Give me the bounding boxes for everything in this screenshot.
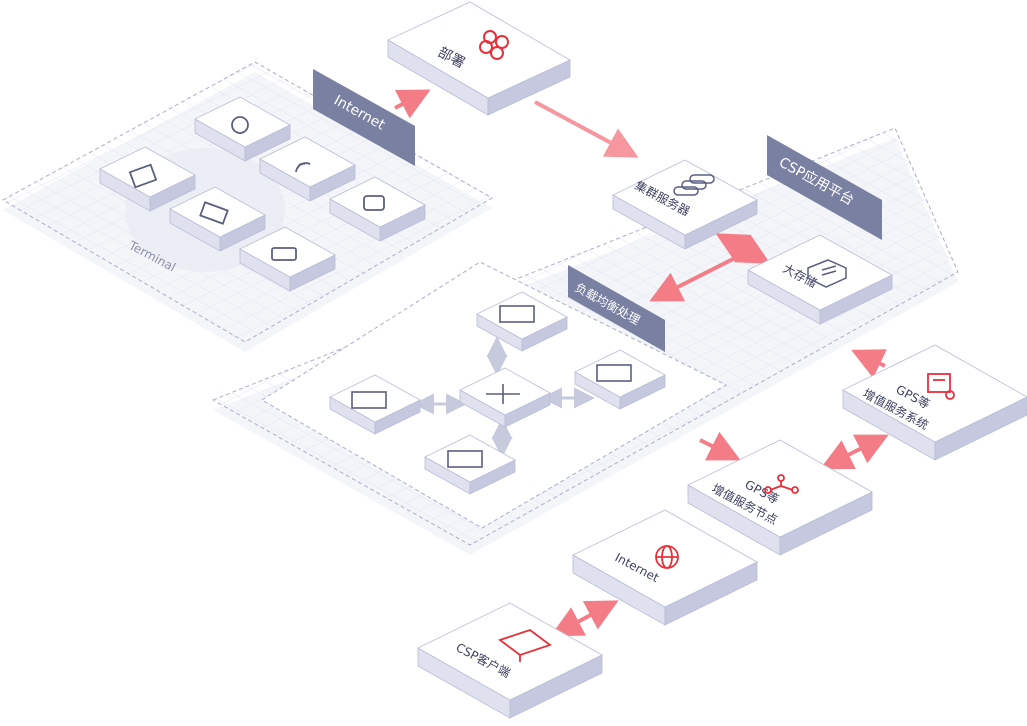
target-icon (231, 116, 249, 134)
deploy-icon (479, 30, 509, 60)
load-balance-tile (476, 291, 568, 352)
router-arrows-icon (486, 384, 520, 404)
document-icon (807, 259, 847, 288)
gps-system-tile (842, 344, 1027, 461)
wifi-icon (295, 162, 311, 173)
server-stack-icon (673, 174, 715, 196)
csp-client-tile (417, 602, 603, 719)
arrow-platform-gps-node (699, 431, 741, 461)
terminal-tile (239, 226, 336, 292)
arrow-cluster-storage (715, 233, 771, 264)
certificate-icon (927, 373, 955, 400)
load-balance-tile (574, 349, 666, 410)
monitor-terminal-icon (199, 201, 229, 225)
arrow-storage-loadbalance (649, 256, 736, 302)
arrow-client-internet (550, 600, 619, 637)
terminal-tile (329, 176, 426, 242)
arrow-deploy-platform (534, 100, 639, 158)
internet-tile (572, 509, 758, 626)
tablet-icon (128, 163, 158, 189)
terminal-tile (169, 186, 266, 252)
terminal-tile (194, 96, 291, 162)
terminal-icons (128, 116, 385, 261)
gps-node-tile (687, 439, 873, 556)
load-balance-tile (459, 367, 551, 428)
load-balance-tile (424, 434, 516, 495)
server-rack-icons (351, 305, 632, 468)
monitor-icon (498, 628, 552, 662)
deploy-tile (387, 1, 571, 116)
truck-icon (271, 247, 297, 261)
arrow-gps-system-platform (851, 349, 887, 379)
bus-icon (363, 195, 385, 211)
storage-tile (747, 234, 893, 325)
globe-icon (655, 545, 679, 569)
terminal-tile (99, 146, 196, 212)
cluster-server-tile (612, 159, 758, 250)
load-balance-tile (329, 374, 421, 435)
terminal-tile (259, 136, 356, 202)
arrow-gps-node-system (820, 434, 889, 469)
node-network-icon (764, 474, 799, 494)
arrow-internet-deploy (394, 89, 431, 119)
arrows (394, 89, 889, 637)
